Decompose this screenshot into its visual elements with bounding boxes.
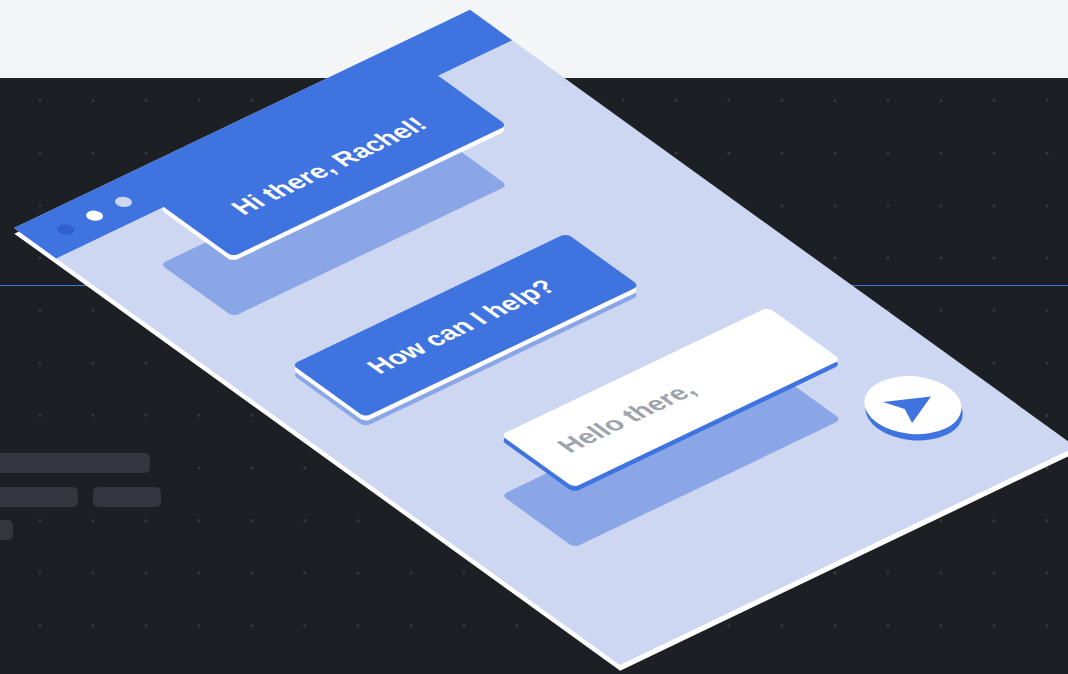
placeholder-bar xyxy=(0,520,13,540)
send-arrow xyxy=(883,386,946,423)
window-dot xyxy=(54,222,78,236)
placeholder-bar xyxy=(0,453,150,473)
window-dot xyxy=(111,195,135,209)
placeholder-bar xyxy=(0,487,78,507)
send-button xyxy=(844,364,981,445)
window-dot xyxy=(83,209,107,223)
message-text: How can I help? xyxy=(360,275,564,379)
placeholder-bar xyxy=(93,487,161,507)
